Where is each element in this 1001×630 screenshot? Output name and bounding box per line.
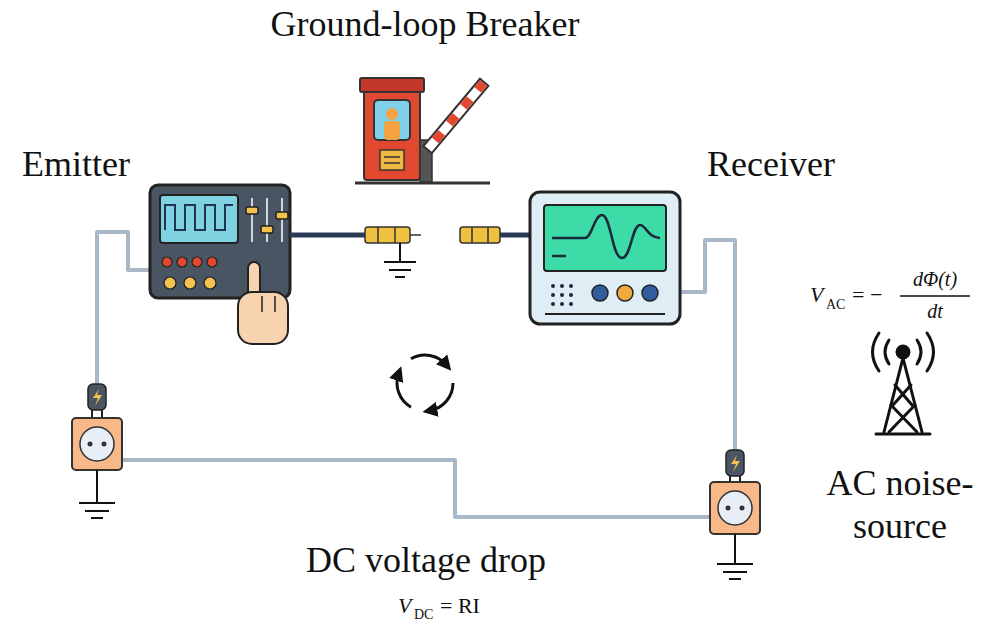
receiver-device <box>530 192 680 324</box>
formula-operator: = RI <box>440 594 480 618</box>
formula-subscript: DC <box>414 607 433 622</box>
right-outlet <box>710 450 760 579</box>
loop-arrows <box>397 355 453 411</box>
component-label: Ground-loop Breaker <box>271 5 580 45</box>
formula-symbol: V <box>398 594 411 618</box>
antenna-tower <box>873 333 934 434</box>
coax-emitter <box>290 227 421 277</box>
device-label: Receiver <box>707 145 835 185</box>
coax-receiver <box>460 227 531 243</box>
left-outlet <box>72 384 122 518</box>
emitter-device <box>150 185 290 344</box>
fraction-bar <box>900 295 970 297</box>
formula-operator: = − <box>852 283 882 307</box>
source-label: AC noise-source <box>805 462 995 548</box>
formula-denominator: dt <box>927 300 943 322</box>
drop-label: DC voltage drop <box>306 541 546 581</box>
device-label: Emitter <box>22 145 130 185</box>
formula-symbol: V <box>810 283 823 307</box>
formula-subscript: AC <box>826 297 845 312</box>
barrier-icon <box>355 78 490 183</box>
formula-numerator: dΦ(t) <box>913 268 957 290</box>
